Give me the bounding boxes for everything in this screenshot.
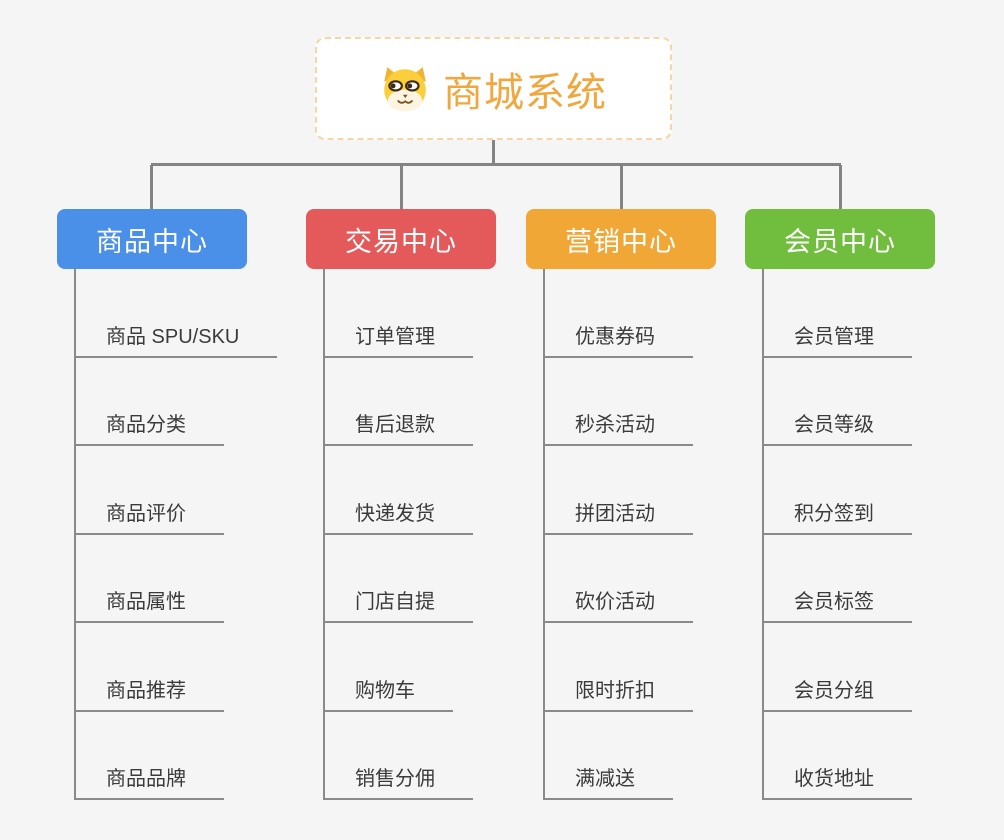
branch-label: 交易中心 xyxy=(345,226,457,257)
leaf-item: 满减送 xyxy=(545,712,716,800)
leaf-item: 积分签到 xyxy=(764,446,935,535)
leaf-list-marketing-center: 优惠券码 秒杀活动 拼团活动 砍价活动 限时折扣 满减送 xyxy=(543,269,716,800)
connector-drop-branch-1 xyxy=(150,165,153,209)
connector-drop-branch-3 xyxy=(620,165,623,209)
branch-node-trade-center[interactable]: 交易中心 xyxy=(306,209,496,269)
leaf-item: 商品评价 xyxy=(76,446,247,535)
leaf-node-limited-time-discount[interactable]: 限时折扣 xyxy=(545,674,693,712)
leaf-node-points-checkin[interactable]: 积分签到 xyxy=(764,497,912,535)
leaf-list-product-center: 商品 SPU/SKU 商品分类 商品评价 商品属性 商品推荐 商品品牌 xyxy=(74,269,278,800)
leaf-node-sales-commission[interactable]: 销售分佣 xyxy=(325,762,473,800)
leaf-node-product-category[interactable]: 商品分类 xyxy=(76,408,224,446)
branch-label: 营销中心 xyxy=(565,226,677,257)
leaf-item: 门店自提 xyxy=(325,535,496,623)
connector-drop-branch-2 xyxy=(400,165,403,209)
root-title: 商城系统 xyxy=(443,70,607,115)
leaf-item: 会员管理 xyxy=(764,269,935,358)
leaf-node-member-group[interactable]: 会员分组 xyxy=(764,674,912,712)
leaf-node-full-reduction[interactable]: 满减送 xyxy=(545,762,673,800)
leaf-item: 会员分组 xyxy=(764,623,935,712)
root-node-mall-system[interactable]: 商城系统 xyxy=(315,37,672,140)
leaf-item: 订单管理 xyxy=(325,269,496,358)
leaf-item: 销售分佣 xyxy=(325,712,496,800)
leaf-item: 购物车 xyxy=(325,623,496,712)
leaf-item: 秒杀活动 xyxy=(545,358,716,446)
branch-column-product-center: 商品中心 商品 SPU/SKU 商品分类 商品评价 商品属性 商品推荐 商品品牌 xyxy=(57,209,278,800)
branch-column-member-center: 会员中心 会员管理 会员等级 积分签到 会员标签 会员分组 收货地址 xyxy=(745,209,935,800)
branch-column-trade-center: 交易中心 订单管理 售后退款 快递发货 门店自提 购物车 销售分佣 xyxy=(306,209,496,800)
leaf-node-product-attribute[interactable]: 商品属性 xyxy=(76,585,224,623)
leaf-item: 限时折扣 xyxy=(545,623,716,712)
connector-root-stem xyxy=(492,140,495,164)
leaf-item: 商品属性 xyxy=(76,535,247,623)
leaf-item: 商品推荐 xyxy=(76,623,247,712)
leaf-item: 快递发货 xyxy=(325,446,496,535)
leaf-item: 拼团活动 xyxy=(545,446,716,535)
leaf-node-bargain-activity[interactable]: 砍价活动 xyxy=(545,585,693,623)
leaf-node-express-shipping[interactable]: 快递发货 xyxy=(325,497,473,535)
leaf-item: 会员标签 xyxy=(764,535,935,623)
leaf-node-group-buy[interactable]: 拼团活动 xyxy=(545,497,693,535)
connector-drop-branch-4 xyxy=(839,165,842,209)
leaf-item: 砍价活动 xyxy=(545,535,716,623)
branch-node-member-center[interactable]: 会员中心 xyxy=(745,209,935,269)
leaf-list-member-center: 会员管理 会员等级 积分签到 会员标签 会员分组 收货地址 xyxy=(762,269,935,800)
leaf-node-product-recommend[interactable]: 商品推荐 xyxy=(76,674,224,712)
leaf-node-after-sale-refund[interactable]: 售后退款 xyxy=(325,408,473,446)
leaf-node-member-management[interactable]: 会员管理 xyxy=(764,320,912,358)
leaf-node-member-level[interactable]: 会员等级 xyxy=(764,408,912,446)
leaf-node-coupon-code[interactable]: 优惠券码 xyxy=(545,320,693,358)
leaf-item: 商品 SPU/SKU xyxy=(76,269,278,358)
leaf-item: 收货地址 xyxy=(764,712,935,800)
leaf-item: 优惠券码 xyxy=(545,269,716,358)
branch-label: 商品中心 xyxy=(96,226,208,257)
leaf-list-trade-center: 订单管理 售后退款 快递发货 门店自提 购物车 销售分佣 xyxy=(323,269,496,800)
leaf-node-product-spu-sku[interactable]: 商品 SPU/SKU xyxy=(76,320,278,358)
leaf-node-shipping-address[interactable]: 收货地址 xyxy=(764,762,912,800)
leaf-node-member-tag[interactable]: 会员标签 xyxy=(764,585,912,623)
branch-label: 会员中心 xyxy=(784,226,896,257)
branch-column-marketing-center: 营销中心 优惠券码 秒杀活动 拼团活动 砍价活动 限时折扣 满减送 xyxy=(526,209,716,800)
leaf-node-flash-sale[interactable]: 秒杀活动 xyxy=(545,408,693,446)
leaf-node-order-management[interactable]: 订单管理 xyxy=(325,320,473,358)
connector-horizontal xyxy=(151,163,841,166)
leaf-item: 商品品牌 xyxy=(76,712,247,800)
branch-node-product-center[interactable]: 商品中心 xyxy=(57,209,247,269)
leaf-node-product-review[interactable]: 商品评价 xyxy=(76,497,224,535)
leaf-node-store-pickup[interactable]: 门店自提 xyxy=(325,585,473,623)
leaf-item: 商品分类 xyxy=(76,358,247,446)
leaf-item: 会员等级 xyxy=(764,358,935,446)
shiba-dog-icon xyxy=(384,66,426,111)
branch-node-marketing-center[interactable]: 营销中心 xyxy=(526,209,716,269)
leaf-item: 售后退款 xyxy=(325,358,496,446)
leaf-node-product-brand[interactable]: 商品品牌 xyxy=(76,762,224,800)
leaf-node-shopping-cart[interactable]: 购物车 xyxy=(325,674,453,712)
